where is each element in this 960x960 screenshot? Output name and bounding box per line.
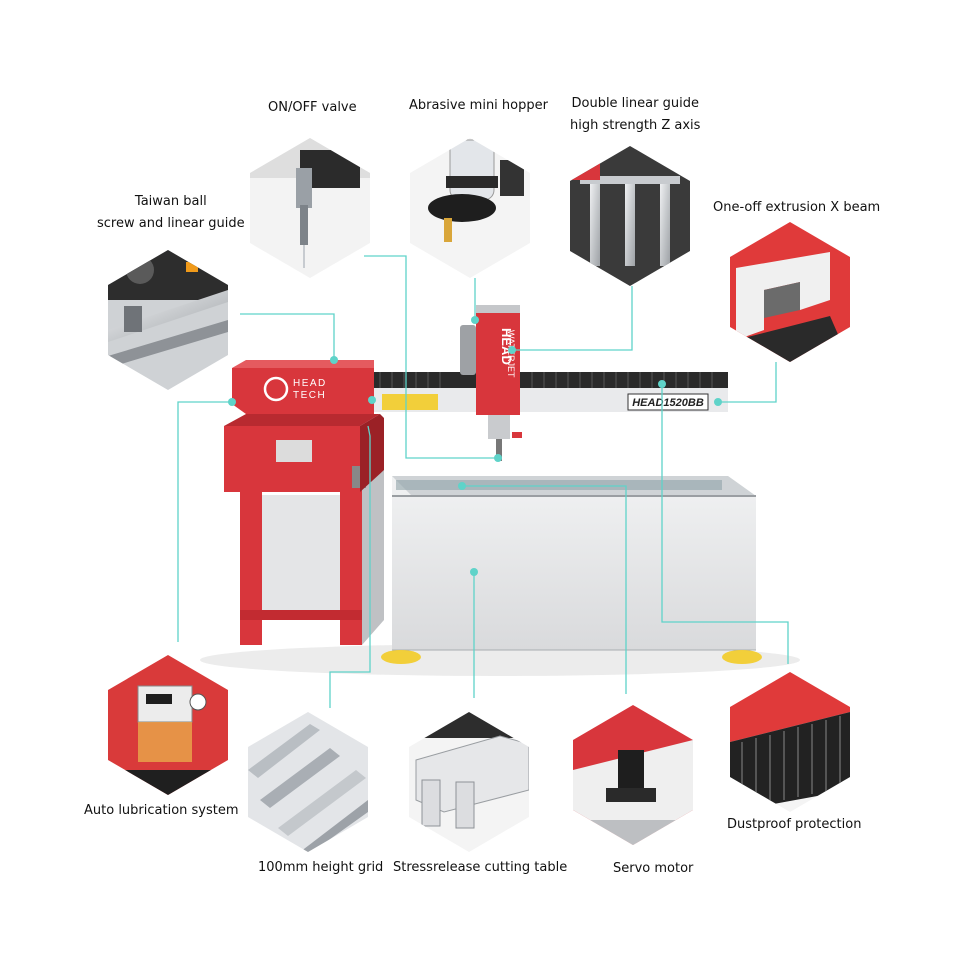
model-label: HEAD1520BB <box>632 397 704 409</box>
label-onoff-valve: ON/OFF valve <box>268 100 357 115</box>
head-vertical-1: HEAD <box>499 328 514 365</box>
brand-line-1: HEAD <box>293 378 327 389</box>
callout-lines <box>177 255 789 708</box>
x-beam: HEAD1520BB <box>372 372 728 412</box>
hex-servo-motor <box>573 705 693 845</box>
hex-linear-guide <box>570 146 690 286</box>
label-servo-motor: Servo motor <box>613 861 694 876</box>
hex-onoff-valve <box>250 138 370 278</box>
hex-ball-screw <box>108 250 228 390</box>
label-dustproof: Dustproof protection <box>727 817 862 832</box>
label-ball-screw-line2: screw and linear guide <box>97 216 245 231</box>
hex-x-beam <box>730 222 850 362</box>
hex-cutting-table <box>409 712 529 852</box>
label-height-grid: 100mm height grid <box>258 860 384 875</box>
red-stand <box>224 414 384 645</box>
head-vertical-2: WATERJET <box>506 330 516 378</box>
label-linear-guide-line2: high strength Z axis <box>570 118 701 133</box>
label-linear-guide-line1: Double linear guide <box>571 96 699 111</box>
label-linear-guide: Double linear guide high strength Z axis <box>570 93 700 137</box>
brand-line-2: TECH <box>293 390 326 401</box>
label-abrasive-hopper: Abrasive mini hopper <box>409 98 548 113</box>
brand-logo-icon <box>263 376 289 402</box>
foot <box>722 650 762 664</box>
machine-body: HEAD1520BB HEAD TECH HEAD WATERJET <box>200 305 800 676</box>
callout-dots <box>228 316 722 576</box>
label-ball-screw-line1: Taiwan ball <box>134 194 207 209</box>
hex-lubrication <box>108 655 228 795</box>
foot <box>381 650 421 664</box>
hex-height-grid <box>248 712 368 852</box>
left-cap: HEAD TECH <box>232 360 374 414</box>
label-x-beam: One-off extrusion X beam <box>713 200 881 215</box>
label-lubrication: Auto lubrication system <box>84 803 239 818</box>
cutting-tank <box>392 476 756 651</box>
z-axis-head: HEAD WATERJET <box>460 305 522 461</box>
label-ball-screw: Taiwan ball screw and linear guide <box>97 191 245 235</box>
hex-dustproof <box>730 672 850 812</box>
hex-abrasive-hopper <box>410 138 530 278</box>
label-cutting-table: Stressrelease cutting table <box>393 860 568 875</box>
